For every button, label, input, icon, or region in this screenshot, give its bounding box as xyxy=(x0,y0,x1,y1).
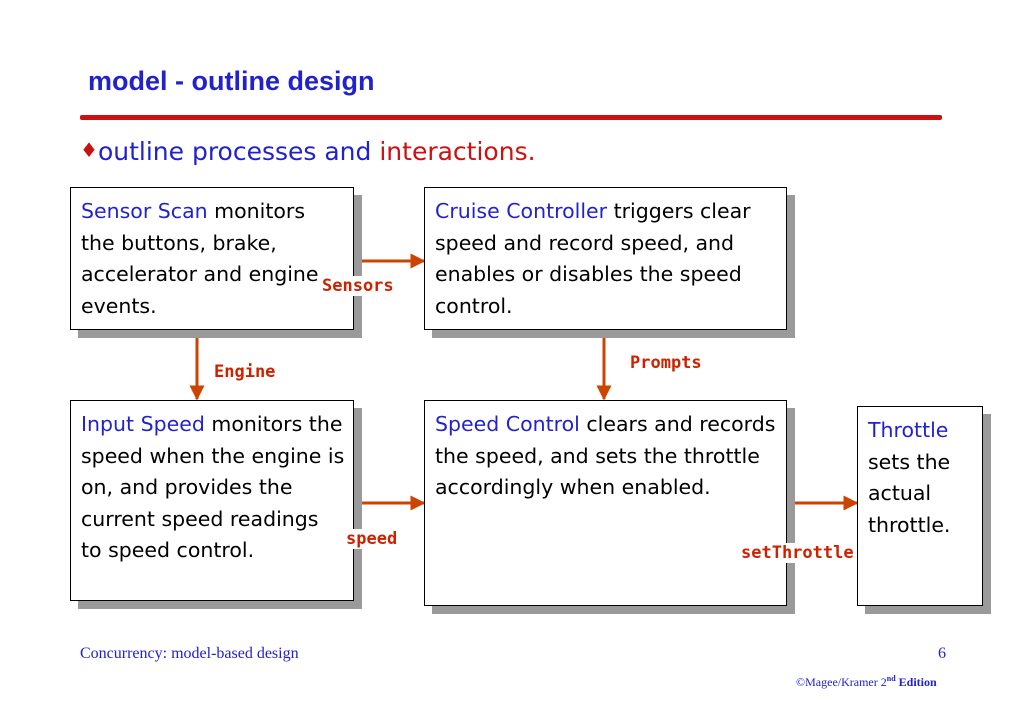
label-sensors: Sensors xyxy=(322,276,394,296)
label-set-throttle: setThrottle xyxy=(741,543,854,563)
diamond-bullet-icon: ♦ xyxy=(80,138,98,162)
speed-control-box: Speed Control clears and records the spe… xyxy=(424,400,787,606)
label-prompts: Prompts xyxy=(630,353,702,373)
title-underline xyxy=(80,115,942,120)
input-speed-text: monitors the speed when the engine is on… xyxy=(81,412,345,562)
sensor-scan-box: Sensor Scan monitors the buttons, brake,… xyxy=(70,187,354,330)
bullet-suffix: . xyxy=(527,137,536,166)
slide-title: model - outline design xyxy=(88,66,375,96)
cruise-controller-text: triggers clear speed and record speed, a… xyxy=(435,199,751,318)
cruise-controller-name: Cruise Controller xyxy=(435,199,608,223)
throttle-box: Throttle sets the actual throttle. xyxy=(857,406,983,606)
speed-control-name: Speed Control xyxy=(435,412,580,436)
label-engine: Engine xyxy=(214,362,276,382)
bullet-point: ♦outline processes and interactions. xyxy=(80,137,536,166)
bullet-prefix: outline processes and xyxy=(97,137,380,166)
sensor-scan-name: Sensor Scan xyxy=(81,199,208,223)
footer-edition: Edition xyxy=(895,675,937,689)
throttle-name: Throttle xyxy=(868,418,949,442)
footer-course-title: Concurrency: model-based design xyxy=(80,645,299,662)
throttle-text: sets the actual throttle. xyxy=(868,449,951,537)
input-speed-box: Input Speed monitors the speed when the … xyxy=(70,400,354,601)
footer-copyright: ©Magee/Kramer 2nd Edition xyxy=(796,674,937,690)
footer-page-number: 6 xyxy=(938,645,946,662)
input-speed-name: Input Speed xyxy=(81,412,205,436)
label-speed: speed xyxy=(346,529,398,549)
sensor-scan-text: monitors the buttons, brake, accelerator… xyxy=(81,199,319,318)
bullet-highlight: interactions xyxy=(379,137,528,166)
footer-copyright-text: ©Magee/Kramer 2 xyxy=(796,675,887,689)
speed-control-text: clears and records the speed, and sets t… xyxy=(435,412,776,499)
footer-edition-sup: nd xyxy=(886,674,896,683)
cruise-controller-box: Cruise Controller triggers clear speed a… xyxy=(424,187,787,330)
